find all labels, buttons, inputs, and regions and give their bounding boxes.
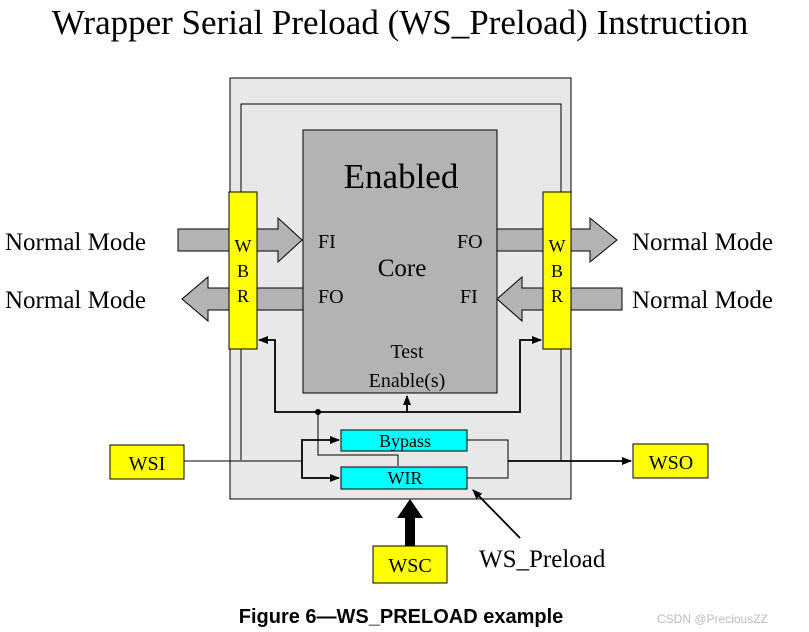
wir-out — [467, 461, 509, 479]
wbr-right-w: W — [549, 236, 566, 256]
wsi-label: WSI — [129, 453, 166, 475]
wsi-to-wir — [301, 461, 340, 482]
watermark: CSDN @PreciousZZ — [657, 612, 768, 626]
bypass-out — [467, 439, 509, 461]
wbr-left — [228, 191, 258, 350]
control-route-right — [318, 336, 542, 413]
bypass-label: Bypass — [379, 431, 431, 451]
wbr-left-w: W — [235, 236, 252, 256]
control-route-left — [258, 336, 318, 413]
wso-label: WSO — [649, 452, 693, 474]
wso-port — [632, 443, 709, 479]
figure-caption: Figure 6—WS_PRELOAD example — [239, 606, 564, 628]
control-junction — [315, 409, 321, 415]
control-route-from-wir — [317, 412, 399, 466]
wsi-port — [109, 444, 185, 480]
wsi-to-bypass — [301, 436, 340, 461]
ws-preload-label: WS_Preload — [479, 546, 606, 573]
core-label: Core — [378, 255, 427, 282]
wbr-left-b: B — [237, 261, 249, 281]
wir-label: WIR — [388, 468, 423, 488]
wbr-right-r: R — [551, 286, 563, 306]
wbr-right-b: B — [551, 261, 563, 281]
wbr-left-r: R — [237, 286, 249, 306]
core-block — [302, 129, 498, 394]
ws-preload-pointer — [472, 489, 521, 539]
test-enable-line1: Test — [390, 341, 423, 363]
wbr-right — [542, 191, 572, 350]
mode-left-out: Normal Mode — [5, 287, 146, 314]
wsc-label: WSC — [388, 555, 431, 577]
core-state: Enabled — [344, 157, 459, 196]
wsc-arrow-head — [397, 499, 423, 518]
core-fi-left: FI — [318, 231, 336, 253]
test-enable-line2: Enable(s) — [369, 370, 446, 392]
mode-right-out: Normal Mode — [632, 229, 773, 256]
wsc-arrow-shaft — [405, 515, 415, 546]
mode-right-in: Normal Mode — [632, 287, 773, 314]
core-fi-right: FI — [460, 286, 478, 308]
core-fo-left: FO — [318, 286, 344, 308]
mode-left-in: Normal Mode — [5, 229, 146, 256]
diagram-title: Wrapper Serial Preload (WS_Preload) Inst… — [52, 3, 748, 42]
core-fo-right: FO — [457, 231, 483, 253]
